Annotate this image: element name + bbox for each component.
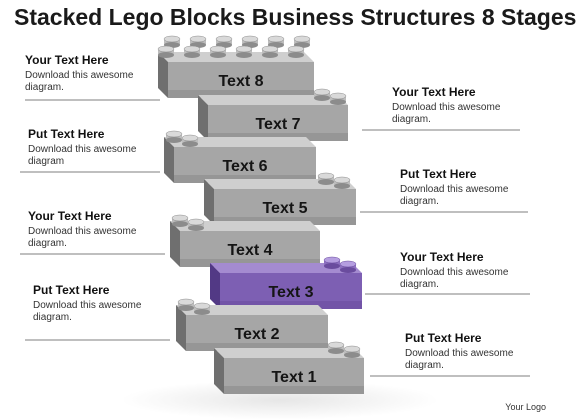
lego-block: Text 3 xyxy=(210,256,362,309)
callout-body: Download this awesome diagram. xyxy=(25,70,134,93)
callout-body: Download this awesome diagram. xyxy=(400,184,509,207)
callout-right-2: Put Text Here Download this awesome diag… xyxy=(400,167,540,208)
callout-heading: Your Text Here xyxy=(392,85,476,99)
callout-left-4: Put Text Here Download this awesome diag… xyxy=(33,283,173,324)
callout-heading: Your Text Here xyxy=(28,209,112,223)
lego-block: Text 5 xyxy=(204,172,356,225)
block-label: Text 5 xyxy=(262,200,307,217)
lego-block: Text 4 xyxy=(170,214,320,267)
lego-stack-diagram: Text 8 Text 7 Text 6 Text 5 Text 4 Text 3 Text… xyxy=(20,35,530,394)
block-label: Text 6 xyxy=(222,158,267,175)
callout-right-4: Put Text Here Download this awesome diag… xyxy=(405,331,545,372)
lego-block: Text 1 xyxy=(214,341,364,394)
callout-left-2: Put Text Here Download this awesome diag… xyxy=(28,127,168,168)
callout-left-1: Your Text Here Download this awesome dia… xyxy=(25,53,165,94)
lego-block: Text 6 xyxy=(164,130,316,183)
lego-block: Text 2 xyxy=(176,298,328,351)
callout-body: Download this awesome diagram. xyxy=(392,102,501,125)
callout-left-3: Your Text Here Download this awesome dia… xyxy=(28,209,168,250)
page-title: Stacked Lego Blocks Business Structures … xyxy=(14,4,576,30)
block-label: Text 8 xyxy=(218,73,263,90)
lego-block: Text 8 xyxy=(157,35,314,98)
callout-body: Download this awesome diagram xyxy=(28,144,137,167)
callout-body: Download this awesome diagram. xyxy=(405,348,514,371)
callout-heading: Put Text Here xyxy=(405,331,482,345)
block-label: Text 2 xyxy=(234,326,279,343)
block-label: Text 3 xyxy=(268,284,313,301)
callout-heading: Put Text Here xyxy=(33,283,110,297)
callout-body: Download this awesome diagram. xyxy=(28,226,137,249)
callout-body: Download this awesome diagram. xyxy=(33,300,142,323)
block-label: Text 1 xyxy=(271,369,316,386)
callout-right-1: Your Text Here Download this awesome dia… xyxy=(392,85,532,126)
callout-body: Download this awesome diagram. xyxy=(400,267,509,290)
block-label: Text 4 xyxy=(227,242,272,259)
callout-heading: Put Text Here xyxy=(400,167,477,181)
callout-heading: Put Text Here xyxy=(28,127,105,141)
callout-heading: Your Text Here xyxy=(25,53,109,67)
callout-right-3: Your Text Here Download this awesome dia… xyxy=(400,250,540,291)
callout-heading: Your Text Here xyxy=(400,250,484,264)
block-label: Text 7 xyxy=(255,116,300,133)
lego-block: Text 7 xyxy=(198,88,348,141)
logo-text: Your Logo xyxy=(505,402,546,412)
